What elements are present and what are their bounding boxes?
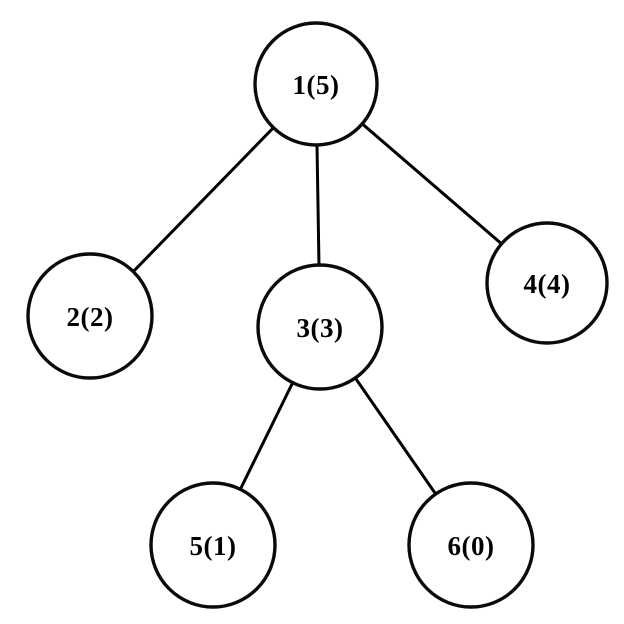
tree-node-label-1: 1(5)	[293, 70, 340, 100]
tree-node-circle-6	[407, 481, 535, 609]
tree-node-3: 3(3)	[256, 263, 384, 391]
tree-node-label-4: 4(4)	[524, 269, 571, 299]
tree-node-circle-1	[253, 21, 379, 147]
tree-node-label-6: 6(0)	[448, 531, 495, 561]
tree-node-label-3: 3(3)	[297, 313, 344, 343]
tree-node-circle-2	[26, 252, 154, 380]
tree-node-circle-4	[485, 221, 609, 345]
tree-node-label-2: 2(2)	[67, 302, 114, 332]
tree-node-5: 5(1)	[149, 481, 277, 609]
tree-node-circle-3	[256, 263, 384, 391]
tree-node-2: 2(2)	[26, 252, 154, 380]
tree-node-circle-5	[149, 481, 277, 609]
tree-node-label-5: 5(1)	[190, 531, 237, 561]
tree-node-1: 1(5)	[253, 21, 379, 147]
tree-node-6: 6(0)	[407, 481, 535, 609]
tree-node-4: 4(4)	[485, 221, 609, 345]
